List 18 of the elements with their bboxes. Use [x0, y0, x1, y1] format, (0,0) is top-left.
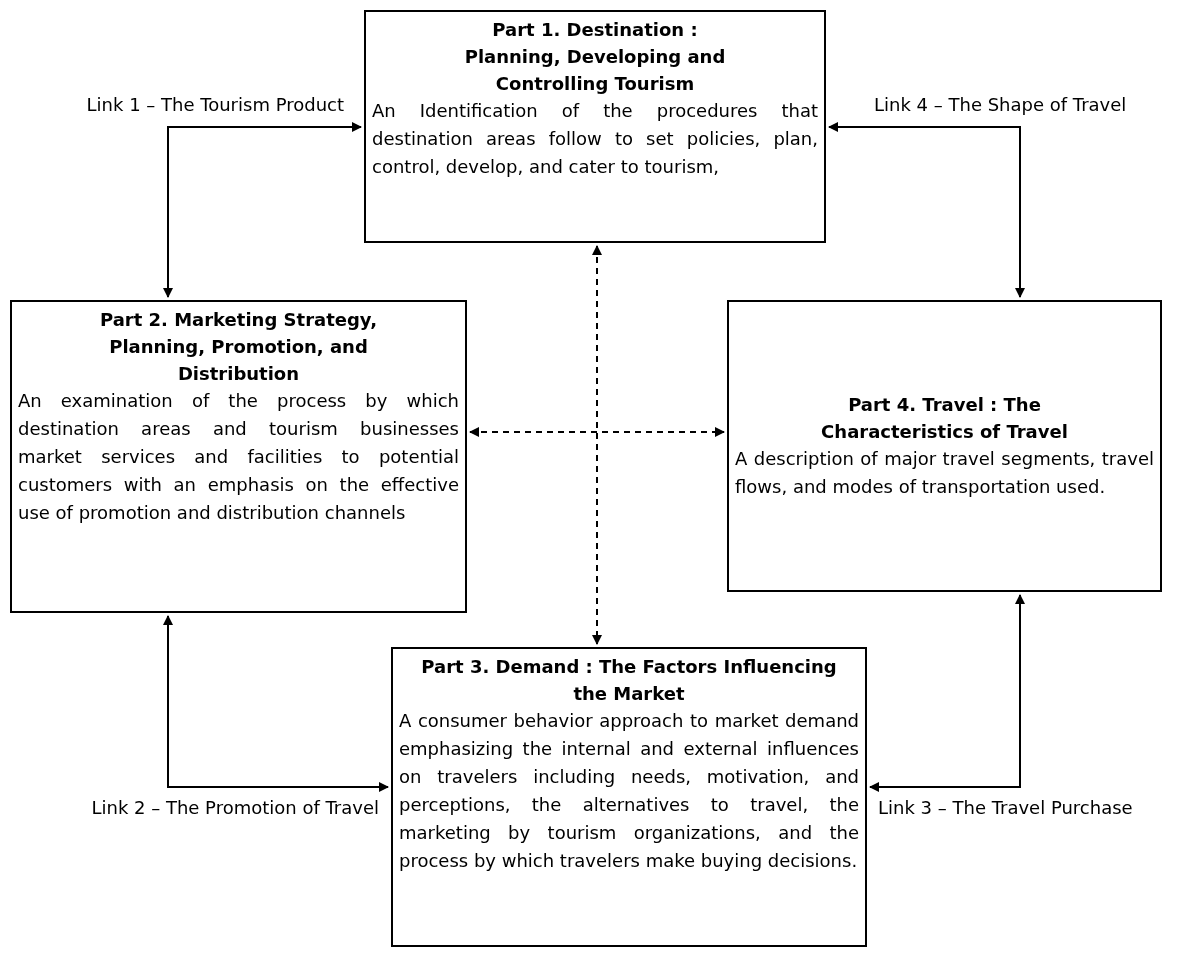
part-description: A description of major travel segments, travel flows, and modes of transportation used. — [735, 447, 1154, 499]
part-description: A consumer behavior approach to market demand emphasizing the internal and external influences on travelers including needs, motivation, and perceptions, the alternatives to travel, the marketing by tourism organizations, and the process by which travelers make buying decisions. — [399, 709, 859, 873]
dashed-arrow — [592, 245, 602, 645]
part-box — [727, 300, 1162, 592]
part-heading: Part 4. Travel : The Characteristics of Travel — [820, 393, 1069, 444]
link-arrow — [828, 122, 1025, 298]
link-arrow — [163, 615, 389, 792]
dashed-arrow — [469, 427, 725, 437]
part-heading: Part 1. Destination : Planning, Developing and Controlling Tourism — [463, 18, 727, 96]
part-heading: Part 2. Marketing Strategy, Planning, Promotion, and Distribution — [98, 308, 379, 386]
part-box — [10, 300, 467, 613]
part-box — [391, 647, 867, 947]
part-description: An Identification of the procedures that destination areas follow to set policies, plan, control, develop, and cater to tourism, — [372, 99, 818, 179]
part-box — [364, 10, 826, 243]
part-heading: Part 3. Demand : The Factors Influencing the Market — [420, 655, 838, 706]
part-description: An examination of the process by which destination areas and tourism businesses market services and facilities to potential customers with an emphasis on the effective use of promotion and distribution channels — [18, 389, 459, 525]
link-arrow — [869, 594, 1025, 792]
link-arrow — [163, 122, 362, 298]
